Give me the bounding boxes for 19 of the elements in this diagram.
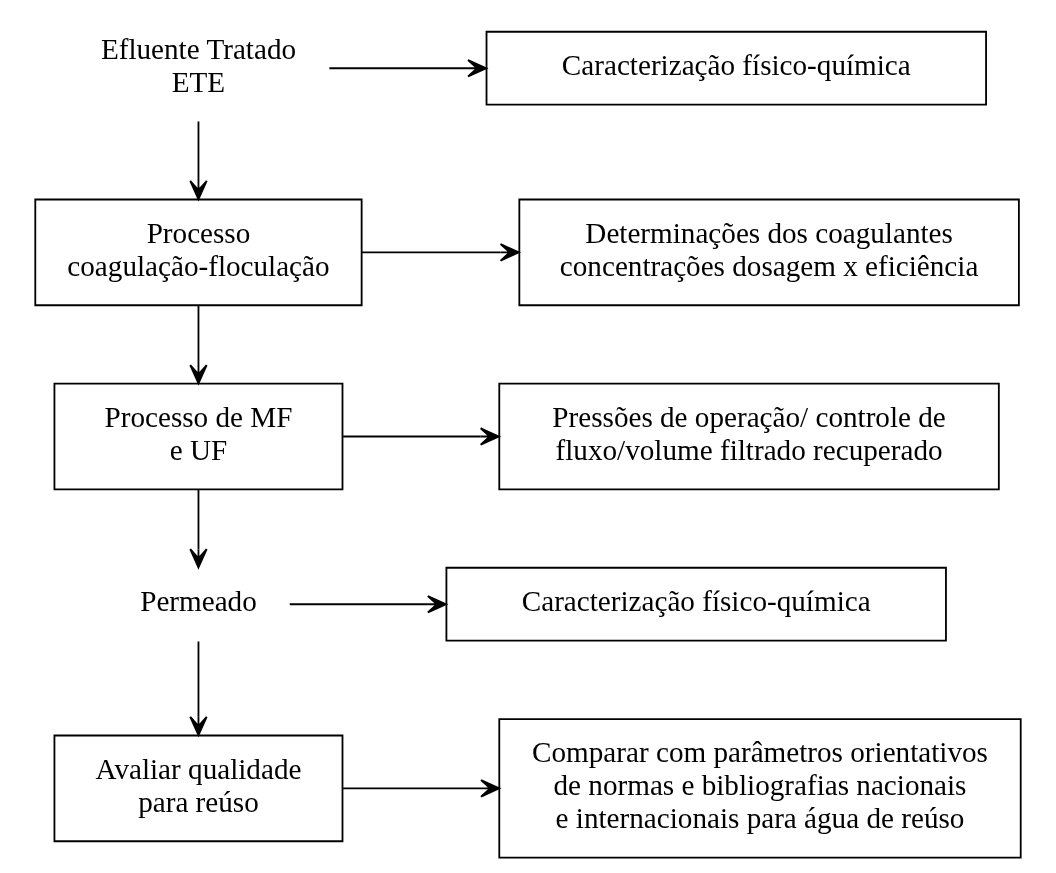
node-box: Processo de MF e UF	[53, 382, 344, 491]
arrow	[189, 120, 208, 201]
node-box: Caracterização físico-química	[445, 566, 947, 642]
arrow	[189, 488, 208, 569]
node-box: Pressões de operação/ controle de fluxo/volume filtrado recuperado	[498, 382, 1000, 491]
arrow	[361, 243, 520, 262]
node-box: Processo coagulação-floculação	[34, 198, 363, 307]
node-box: Determinações dos coagulantes concentrações dosagem x eficiência	[518, 198, 1020, 307]
arrow	[288, 595, 447, 614]
arrow	[328, 59, 488, 78]
node-text: Permeado	[140, 585, 257, 618]
arrow	[342, 427, 500, 446]
arrow	[342, 779, 501, 798]
node-box: Comparar com parâmetros orientativos de normas e bibliografias nacionais e internacionais para água de reúso	[498, 718, 1022, 859]
arrow	[189, 304, 208, 385]
node-text: Efluente Tratado ETE	[100, 32, 297, 98]
node-box: Caracterização físico-química	[485, 30, 987, 106]
node-box: Avaliar qualidade para reúso	[53, 734, 344, 843]
arrow	[189, 640, 208, 736]
